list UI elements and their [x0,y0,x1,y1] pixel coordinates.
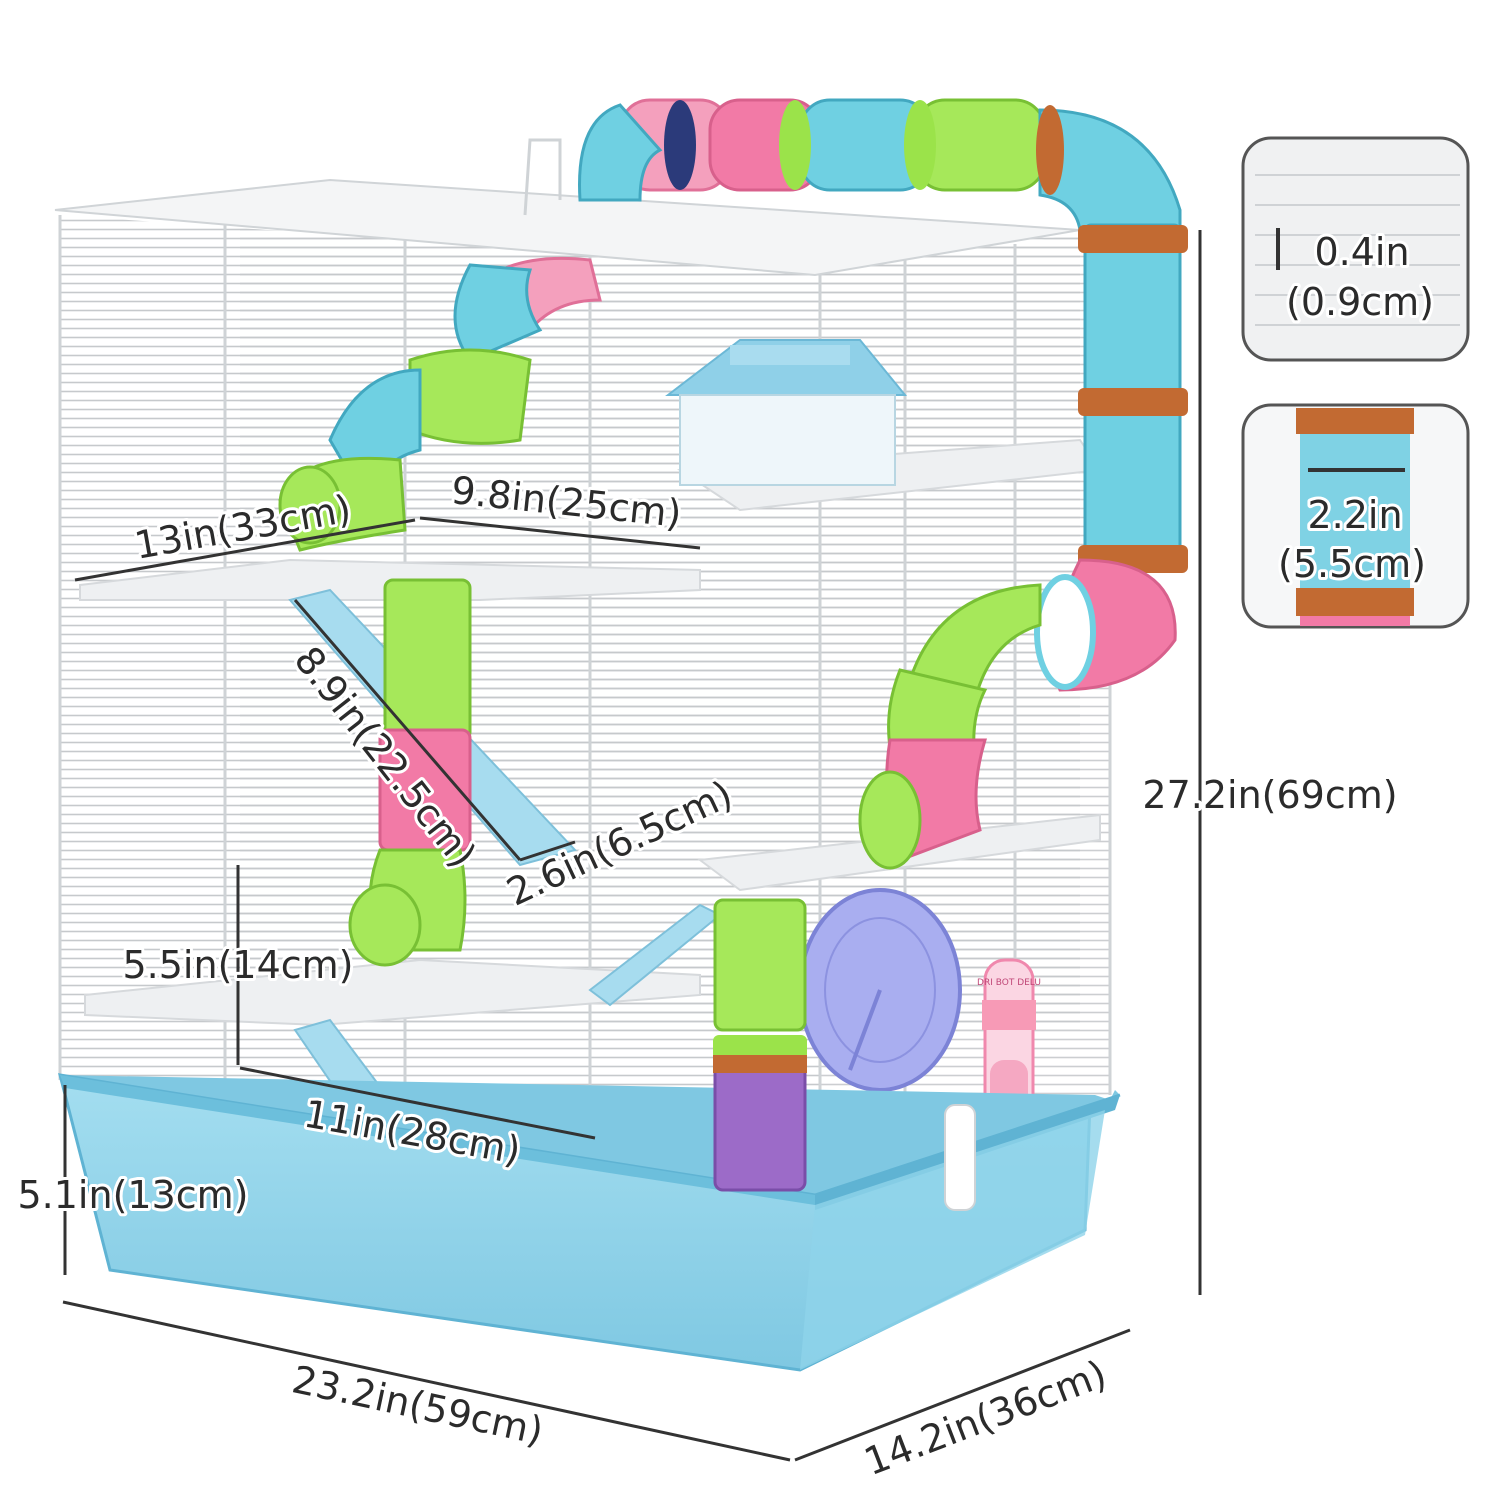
label-overall-depth: 14.2in(36cm) [858,1352,1112,1485]
inset-bar-spacing-cm: (0.9cm) [1286,280,1434,324]
base-tray [57,1073,1121,1372]
label-floor-clearance: 5.5in(14cm) [123,943,354,987]
dimline-ramp-length [293,599,522,861]
dimline-shelf-depth [74,518,416,582]
tray-latch [944,1104,976,1211]
dimline-bottom-shelf [239,1066,596,1140]
tube-system [278,98,1188,1192]
inset-bar-spacing: 0.4in (0.9cm) [1241,136,1470,362]
bottle-label: DRI BOT DELU [977,978,1041,988]
hideout-house [665,339,908,486]
inset-tube-diameter: 2.2in (5.5cm) [1241,403,1470,629]
inset-tube-diameter-in: 2.2in [1307,493,1402,537]
dimline-overall-width [62,1300,791,1462]
dimension-lines [62,230,1202,1462]
dimline-shelf-width [419,516,701,550]
label-overall-width: 23.2in(59cm) [288,1357,547,1453]
label-tray-height: 5.1in(13cm) [18,1173,249,1217]
label-overall-height: 27.2in(69cm) [1142,773,1397,817]
exercise-wheel [798,888,962,1092]
roof-handle [523,138,562,216]
dimline-ramp-width [519,840,576,862]
dimline-overall-depth [794,1328,1131,1462]
inset-bar-spacing-in: 0.4in [1314,230,1409,274]
inset-tube-diameter-cm: (5.5cm) [1278,542,1426,586]
